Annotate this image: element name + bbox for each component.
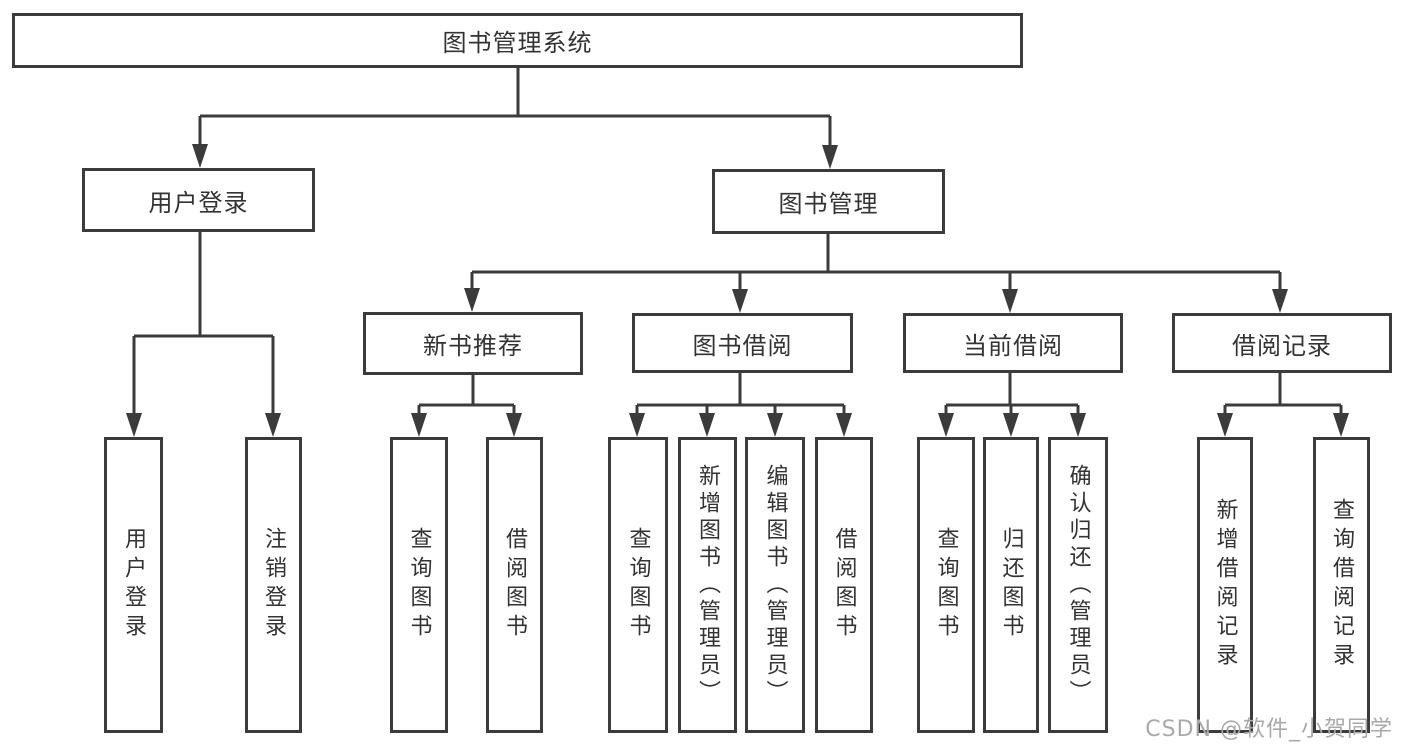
branch-node-book-management: 图书管理: [712, 169, 945, 234]
leaf-node-return-books: 归还图书: [983, 437, 1039, 733]
leaf-node-query-books-current: 查询图书: [917, 437, 975, 733]
group-node-borrow-records: 借阅记录: [1172, 313, 1392, 373]
leaf-node-edit-books-admin: 编辑图书（管理员）: [745, 437, 805, 733]
leaf-node-query-books-borrow: 查询图书: [608, 437, 668, 733]
branch-node-user-login: 用户登录: [82, 168, 315, 232]
leaf-node-add-borrow-record: 新增借阅记录: [1197, 437, 1253, 733]
arrowhead-icons: [126, 144, 1349, 437]
leaf-node-confirm-return-admin: 确认归还（管理员）: [1048, 437, 1108, 733]
leaf-node-logout: 注销登录: [245, 437, 302, 733]
leaf-node-query-borrow-record: 查询借阅记录: [1313, 437, 1370, 733]
leaf-node-borrow-books: 借阅图书: [815, 437, 873, 733]
group-node-book-borrow: 图书借阅: [632, 313, 853, 373]
connector-lines: [132, 68, 1343, 415]
csdn-watermark: CSDN @软件_小贺同学: [1145, 717, 1393, 742]
leaf-node-query-books-recommend: 查询图书: [390, 437, 448, 733]
leaf-node-user-login: 用户登录: [104, 437, 163, 733]
root-node-system: 图书管理系统: [12, 13, 1023, 68]
group-node-current-borrow: 当前借阅: [903, 313, 1123, 373]
leaf-node-add-books-admin: 新增图书（管理员）: [678, 437, 737, 733]
leaf-node-borrow-books-recommend: 借阅图书: [486, 437, 543, 733]
group-node-new-book-recommend: 新书推荐: [363, 312, 583, 375]
